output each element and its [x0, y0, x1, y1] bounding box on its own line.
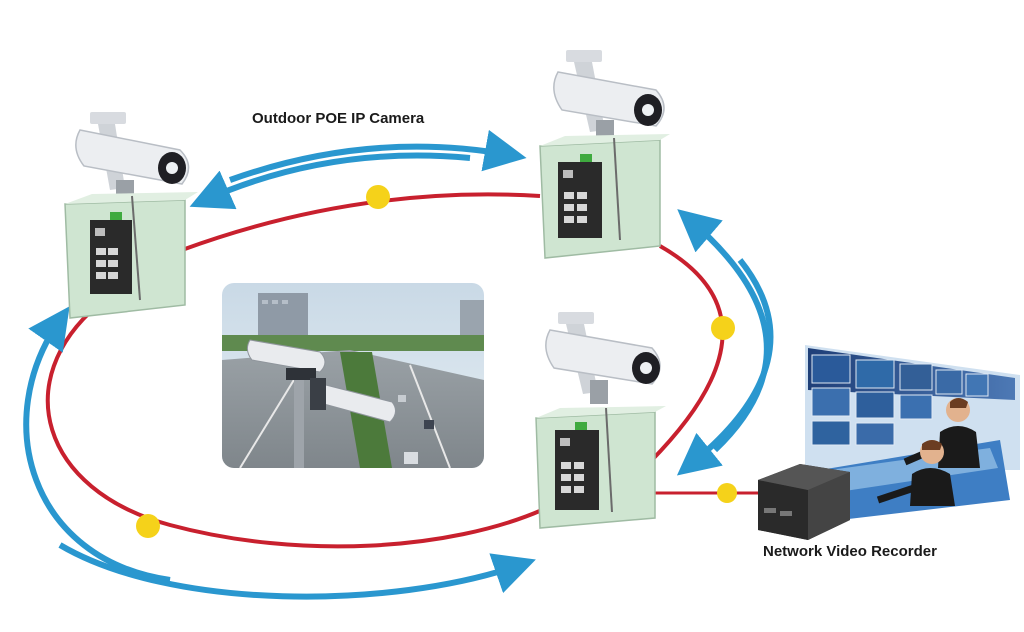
ring-node — [717, 483, 737, 503]
ip-camera-icon — [553, 50, 665, 140]
arrow-top-left — [189, 152, 471, 210]
ring-node — [366, 185, 390, 209]
arrow-right-down — [676, 258, 774, 476]
camera-unit-bottom-right — [535, 312, 666, 529]
ring-cable — [45, 192, 758, 549]
switch-enclosure — [535, 406, 666, 529]
control-room — [805, 345, 1020, 520]
ip-camera-icon — [545, 312, 661, 404]
data-flow-arrows — [23, 129, 774, 600]
ring-node — [136, 514, 160, 538]
poe-switch-icon — [558, 154, 602, 238]
poe-switch-icon — [555, 422, 599, 510]
operator-icon — [876, 440, 955, 506]
camera-label: Outdoor POE IP Camera — [252, 110, 425, 127]
arrow-bottom-right — [58, 542, 536, 600]
arrow-right-up — [677, 209, 770, 453]
switch-enclosure — [64, 192, 198, 319]
camera-unit-left — [64, 112, 198, 319]
ring-node — [711, 316, 735, 340]
ring-nodes — [136, 185, 737, 538]
nvr-icon — [758, 464, 850, 540]
ip-camera-icon — [75, 112, 190, 200]
arrow-top-right — [228, 129, 527, 183]
camera-unit-top-right — [539, 50, 670, 259]
arrow-left-up — [23, 306, 171, 583]
nvr-label: Network Video Recorder — [763, 543, 937, 560]
poe-switch-icon — [90, 212, 132, 294]
highway-photo — [222, 283, 484, 468]
switch-enclosure — [539, 134, 670, 259]
